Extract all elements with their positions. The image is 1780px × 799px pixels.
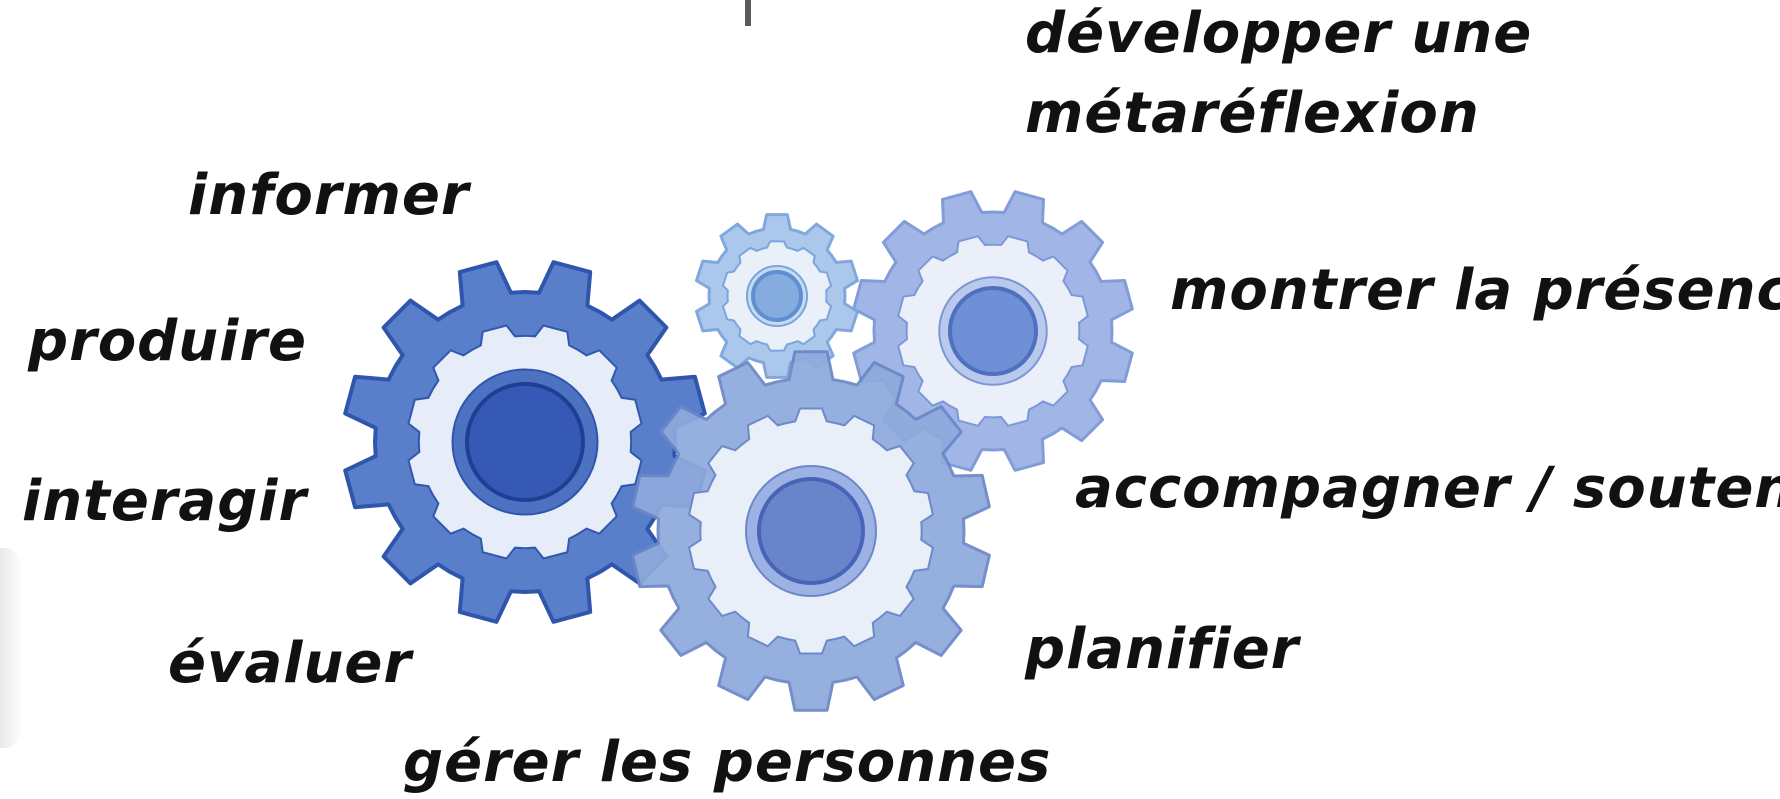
label-evaluer: évaluer [168,631,412,696]
left-edge-shadow [0,548,22,748]
label-planifier: planifier [1025,617,1300,682]
gear-right-top-hub [948,286,1038,376]
gear-right-top [852,190,1134,472]
gear-small-top-hub [751,270,803,322]
label-developper-line2: métaréflexion [1025,81,1480,146]
title-fragment [745,0,751,26]
gear-left [343,260,707,624]
label-produire: produire [28,309,307,374]
label-developper-line1: développer une [1025,1,1533,66]
label-gerer-les-personnes: gérer les personnes [403,730,1052,795]
label-interagir: interagir [22,469,308,534]
label-informer: informer [188,163,470,228]
label-accompagner-soutenir: accompagner / soutenir [1075,456,1780,521]
gear-small-top [695,213,859,379]
gear-center [631,350,991,712]
label-montrer-la-presence: montrer la présence [1170,258,1780,323]
gear-left-hub [465,382,585,502]
gear-center-hub [757,477,865,585]
label-developper-metareflexion: développer une métaréflexion [1025,0,1532,154]
